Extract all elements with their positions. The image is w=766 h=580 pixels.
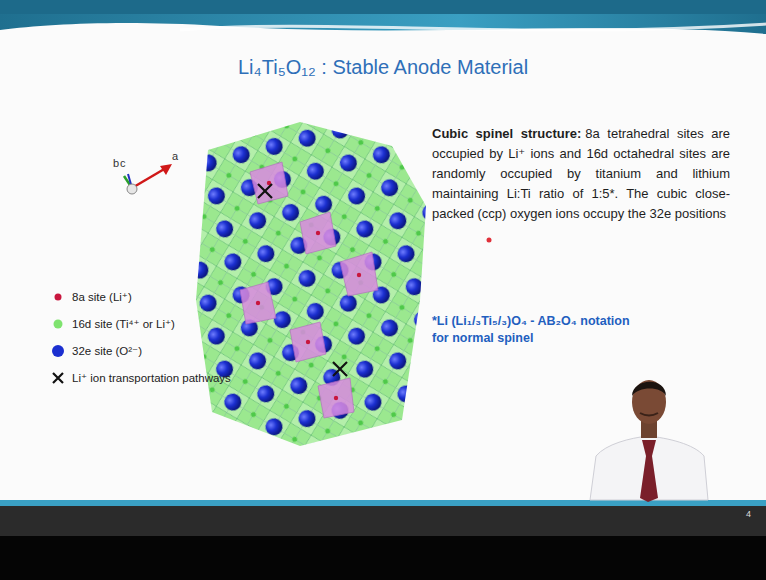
legend-text: 16d site (Ti⁴⁺ or Li⁺) — [72, 317, 175, 331]
tetrahedral-sites — [240, 162, 378, 418]
top-swoosh — [0, 14, 766, 34]
bottom-band — [0, 506, 766, 536]
paragraph-heading: Cubic spinel structure: — [432, 126, 581, 141]
swoosh-highlight — [180, 24, 766, 30]
axis-label: c — [120, 157, 126, 169]
bottom-black — [0, 536, 766, 580]
description-paragraph: Cubic spinel structure:8a tetrahedral si… — [432, 124, 730, 224]
li-8a-dots — [256, 181, 361, 400]
laser-pointer — [487, 238, 492, 243]
top-band — [0, 0, 766, 14]
legend-text: 8a site (Li⁺) — [72, 290, 132, 304]
legend-text: Li⁺ ion transportation pathways — [72, 371, 231, 385]
legend-row: Li⁺ ion transportation pathways — [52, 371, 231, 385]
formula-note: *Li (Li₁/₃Ti₅/₃)O₄ - AB₂O₄ notation for … — [432, 313, 632, 347]
legend-cross — [52, 372, 64, 384]
bottom-strip — [0, 500, 766, 506]
axis-indicator — [124, 164, 172, 194]
presenter-figure — [590, 380, 708, 502]
pathway-marks — [258, 184, 347, 376]
legend-row: 8a site (Li⁺) — [52, 290, 132, 304]
legend-row: 16d site (Ti⁴⁺ or Li⁺) — [52, 317, 175, 331]
legend-swatch — [52, 318, 64, 330]
legend-swatch — [52, 291, 64, 303]
legend-text: 32e site (O²⁻) — [72, 344, 142, 358]
slide-ground — [0, 0, 766, 500]
page-number: 4 — [746, 509, 751, 519]
legend-row: 32e site (O²⁻) — [52, 344, 142, 358]
axis-label: b — [113, 157, 119, 169]
spinel-lattice — [196, 122, 426, 446]
axis-label: a — [172, 150, 178, 162]
legend-swatch — [52, 345, 64, 357]
slide-title: Li₄Ti₅O₁₂ : Stable Anode Material — [238, 56, 528, 79]
